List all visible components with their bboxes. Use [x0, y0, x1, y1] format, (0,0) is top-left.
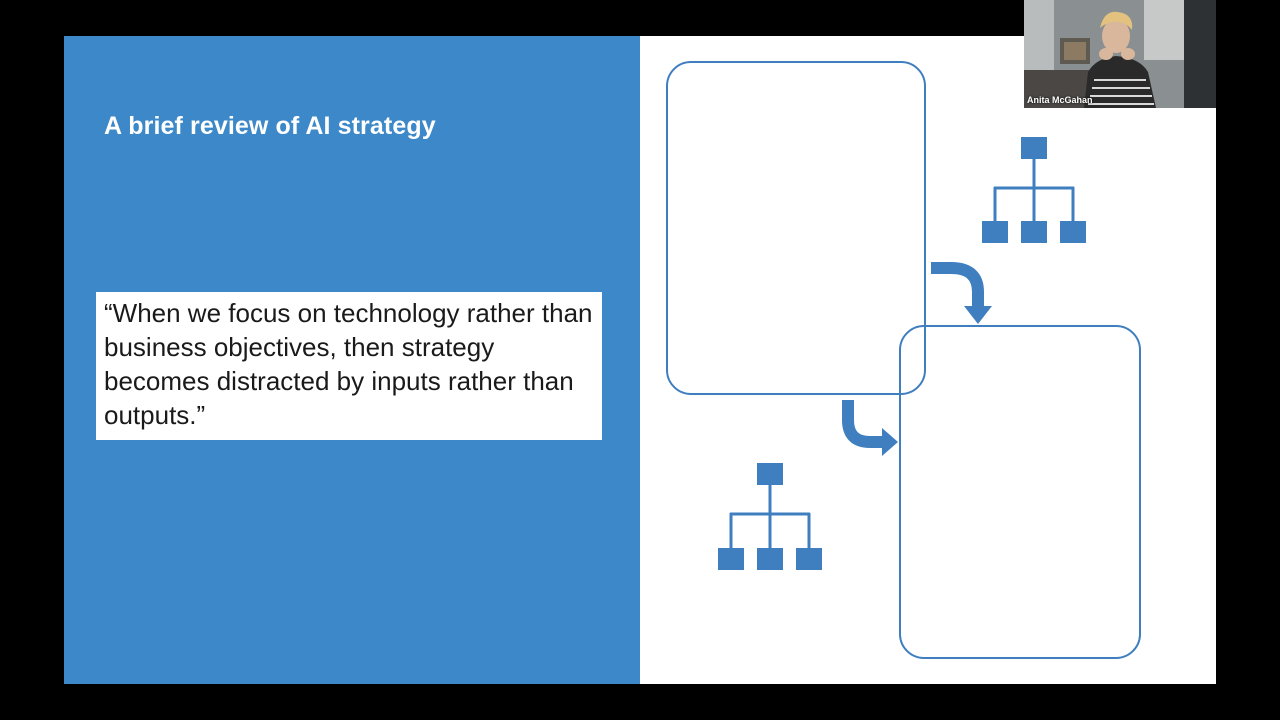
slide-left-panel: A brief review of AI strategy “When we f…	[64, 36, 640, 684]
participant-video-feed	[1024, 0, 1216, 108]
lower-box	[899, 325, 1141, 659]
slide-title: A brief review of AI strategy	[104, 112, 436, 140]
upper-box	[666, 61, 926, 395]
presentation-slide: A brief review of AI strategy “When we f…	[64, 36, 1216, 684]
participant-name-label: Anita McGahan	[1027, 95, 1093, 105]
org-chart-icon-lower	[718, 463, 822, 570]
curved-arrow-down-right-icon	[842, 400, 898, 456]
curved-arrow-right-down-icon	[931, 262, 992, 324]
org-chart-icon-upper	[982, 137, 1086, 243]
participant-video-tile[interactable]: Anita McGahan	[1024, 0, 1216, 108]
quote-text: “When we focus on technology rather than…	[104, 298, 593, 430]
quote-box: “When we focus on technology rather than…	[96, 292, 602, 440]
strategy-diagram	[666, 61, 1141, 659]
